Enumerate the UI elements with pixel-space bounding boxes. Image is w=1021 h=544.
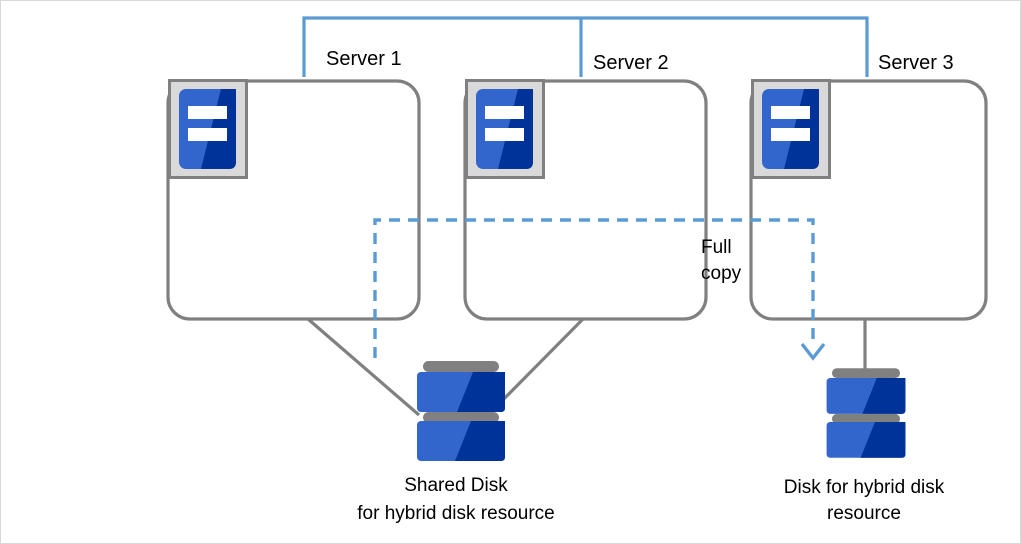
full-copy-arrow xyxy=(373,218,826,361)
hybrid-disk-caption-line1: Disk for hybrid disk xyxy=(784,477,945,498)
full-copy-label-line1: Full xyxy=(701,237,732,258)
server-2-label: Server 2 xyxy=(593,52,669,74)
disk-stack-icon xyxy=(826,368,906,458)
full-copy-label-line2: copy xyxy=(701,263,742,284)
server-1-label: Server 1 xyxy=(326,48,402,70)
shared-disk-caption-line1: Shared Disk xyxy=(404,475,508,496)
hybrid-disk-caption-line2: resource xyxy=(827,503,901,524)
server-icon xyxy=(751,79,831,179)
server-icon xyxy=(168,79,248,179)
shared-disk-caption-line2: for hybrid disk resource xyxy=(357,503,554,524)
server-icon xyxy=(465,79,545,179)
interconnect-network-bus xyxy=(302,16,869,77)
disk-stack-icon xyxy=(417,361,505,461)
server-3-label: Server 3 xyxy=(878,52,954,74)
